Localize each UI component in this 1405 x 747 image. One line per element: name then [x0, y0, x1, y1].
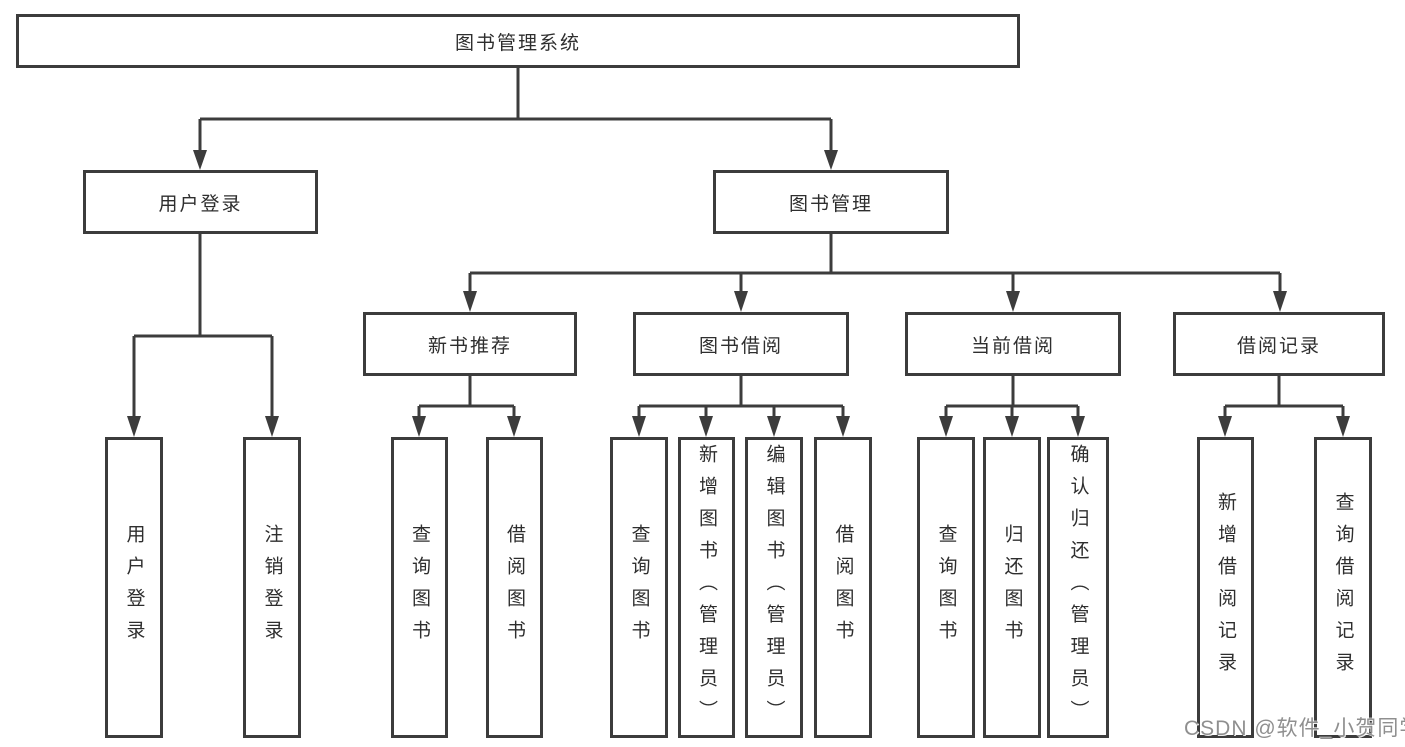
leaf-recommend-query-book: 查询图书: [391, 437, 448, 738]
node-current-borrow-label: 当前借阅: [970, 335, 1055, 357]
arrow-down-icon: [1005, 416, 1019, 437]
arrow-down-icon: [127, 416, 141, 437]
leaf-user-login-label: 用户登录: [123, 523, 145, 652]
arrow-down-icon: [463, 291, 477, 312]
leaf-current-confirm-return: 确认归还（管理员）: [1047, 437, 1109, 738]
leaf-logout-label: 注销登录: [261, 523, 283, 652]
leaf-current-query-book-label: 查询图书: [935, 523, 957, 652]
leaf-borrow-query-book-label: 查询图书: [628, 523, 650, 652]
leaf-user-login: 用户登录: [105, 437, 163, 738]
leaf-records-add-record-label: 新增借阅记录: [1215, 491, 1236, 684]
node-user-login-label: 用户登录: [158, 193, 243, 215]
arrow-down-icon: [632, 416, 646, 437]
leaf-borrow-edit-book-label: 编辑图书（管理员）: [763, 443, 785, 732]
leaf-recommend-query-book-label: 查询图书: [409, 523, 430, 652]
arrow-down-icon: [734, 291, 748, 312]
node-user-login: 用户登录: [83, 170, 318, 234]
leaf-current-confirm-return-label: 确认归还（管理员）: [1067, 443, 1089, 732]
arrow-down-icon: [1006, 291, 1020, 312]
leaf-borrow-borrow-book-label: 借阅图书: [832, 523, 854, 652]
arrow-down-icon: [824, 150, 838, 170]
arrow-down-icon: [1273, 291, 1287, 312]
arrow-down-icon: [193, 150, 207, 170]
leaf-logout: 注销登录: [243, 437, 301, 738]
node-borrow-records: 借阅记录: [1173, 312, 1385, 376]
arrow-down-icon: [1336, 416, 1350, 437]
leaf-records-add-record: 新增借阅记录: [1197, 437, 1254, 738]
leaf-current-return-book-label: 归还图书: [1001, 523, 1023, 652]
leaf-borrow-add-book: 新增图书（管理员）: [678, 437, 735, 738]
node-new-book-recommend: 新书推荐: [363, 312, 577, 376]
arrow-down-icon: [939, 416, 953, 437]
arrow-down-icon: [412, 416, 426, 437]
arrow-down-icon: [1218, 416, 1232, 437]
leaf-borrow-query-book: 查询图书: [610, 437, 668, 738]
leaf-borrow-edit-book: 编辑图书（管理员）: [745, 437, 803, 738]
arrow-down-icon: [836, 416, 850, 437]
leaf-current-return-book: 归还图书: [983, 437, 1041, 738]
arrow-down-icon: [699, 416, 713, 437]
leaf-recommend-borrow-book: 借阅图书: [486, 437, 543, 738]
arrow-down-icon: [1071, 416, 1085, 437]
leaf-current-query-book: 查询图书: [917, 437, 975, 738]
leaf-records-query-record-label: 查询借阅记录: [1332, 491, 1354, 684]
node-current-borrow: 当前借阅: [905, 312, 1121, 376]
node-book-borrow-label: 图书借阅: [698, 335, 783, 357]
csdn-watermark: CSDN @软件_小贺同学: [1184, 717, 1405, 740]
leaf-borrow-add-book-label: 新增图书（管理员）: [696, 443, 717, 732]
node-book-management-label: 图书管理: [788, 193, 873, 215]
arrow-down-icon: [265, 416, 279, 437]
arrow-down-icon: [507, 416, 521, 437]
leaf-records-query-record: 查询借阅记录: [1314, 437, 1372, 738]
node-book-borrow: 图书借阅: [633, 312, 849, 376]
node-borrow-records-label: 借阅记录: [1236, 335, 1321, 357]
node-root-label: 图书管理系统: [454, 32, 581, 54]
leaf-recommend-borrow-book-label: 借阅图书: [504, 523, 525, 652]
node-root: 图书管理系统: [16, 14, 1020, 68]
leaf-borrow-borrow-book: 借阅图书: [814, 437, 872, 738]
node-book-management: 图书管理: [713, 170, 949, 234]
arrow-down-icon: [767, 416, 781, 437]
node-new-book-recommend-label: 新书推荐: [427, 335, 512, 357]
